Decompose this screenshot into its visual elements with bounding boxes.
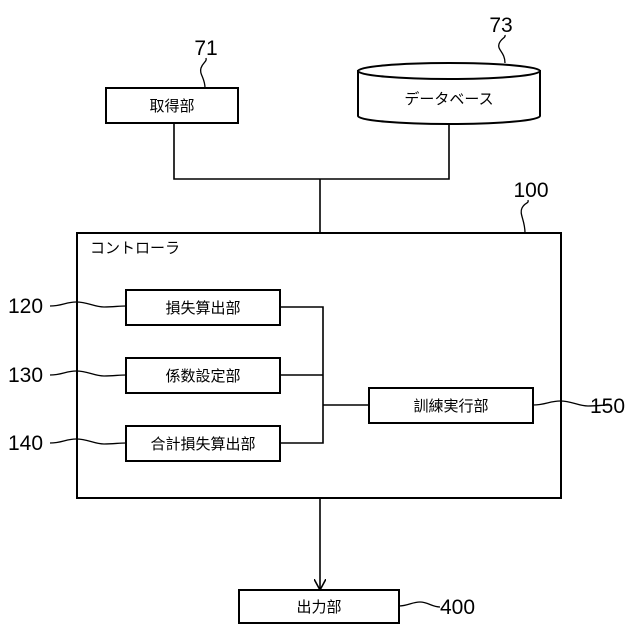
controller-label: コントローラ <box>90 239 180 257</box>
total-loss-calculation-unit: 合計損失算出部 <box>126 426 280 461</box>
coefficient-setting-ref-number: 130 <box>8 364 43 387</box>
input-bus-line <box>174 123 449 179</box>
database: データベース <box>358 63 540 124</box>
database-leader-line <box>499 35 505 63</box>
total-loss-calculation-unit-label: 合計損失算出部 <box>150 435 255 453</box>
acquisition-ref-number: 71 <box>194 37 217 60</box>
coefficient-setting-unit-label: 係数設定部 <box>165 367 240 385</box>
total-loss-calculation-ref-number: 140 <box>8 432 43 455</box>
output-unit: 出力部 <box>239 590 399 623</box>
acquisition-unit-label: 取得部 <box>149 97 194 115</box>
training-execution-unit: 訓練実行部 <box>369 388 533 423</box>
loss-calculation-unit: 損失算出部 <box>126 290 280 325</box>
training-execution-ref-number: 150 <box>590 395 625 418</box>
acquisition-unit: 取得部 <box>106 88 238 123</box>
output-leader-line <box>399 602 440 607</box>
loss-calculation-ref-number: 120 <box>8 295 43 318</box>
database-cylinder-top <box>358 63 540 79</box>
database-ref-number: 73 <box>489 14 512 37</box>
controller-ref-number: 100 <box>513 179 548 202</box>
loss-calculation-unit-label: 損失算出部 <box>165 299 240 317</box>
output-unit-label: 出力部 <box>296 598 341 616</box>
database-label: データベース <box>404 90 493 108</box>
output-ref-number: 400 <box>440 596 475 619</box>
training-execution-unit-label: 訓練実行部 <box>413 397 488 415</box>
controller-leader-line <box>521 200 528 233</box>
coefficient-setting-unit: 係数設定部 <box>126 358 280 393</box>
acquisition-leader-line <box>201 58 207 88</box>
